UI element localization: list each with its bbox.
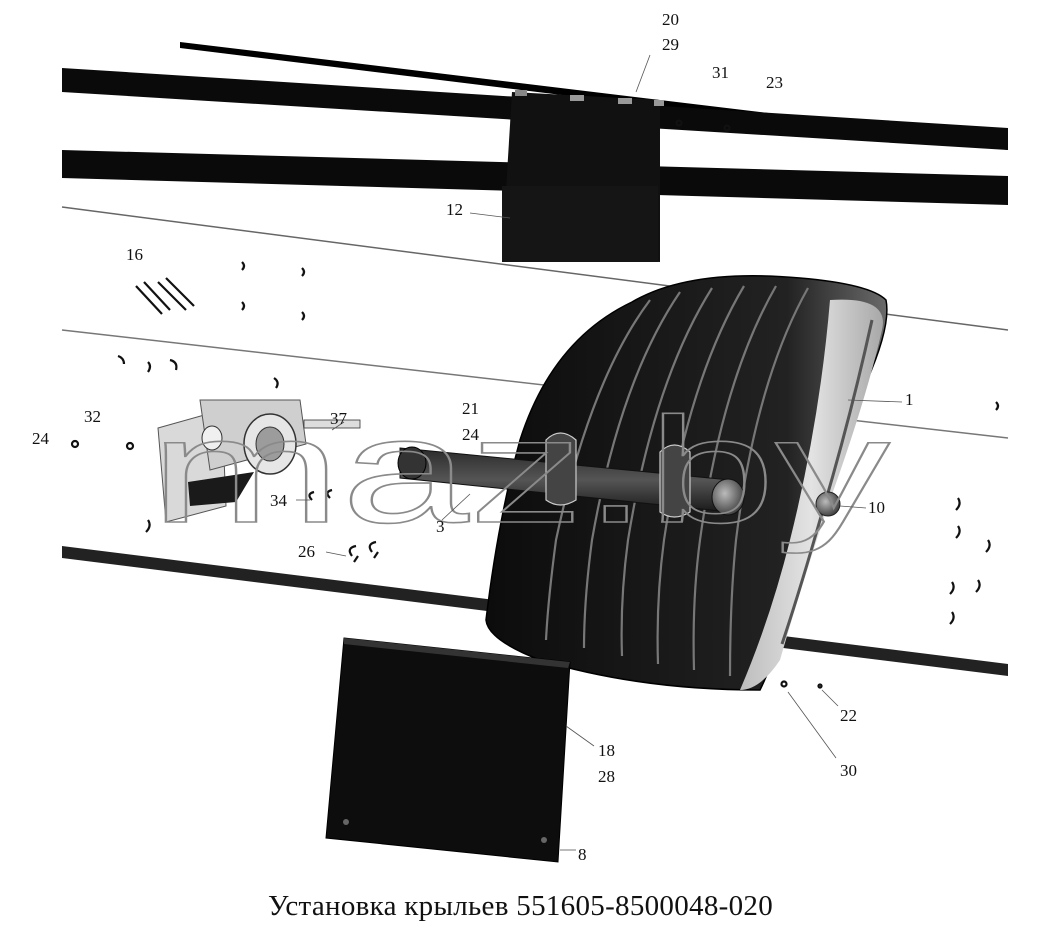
callout-labels: 20 29 31 23 12 16 1 21 24 37 24 32 34 3 … <box>32 10 914 864</box>
callout-30: 30 <box>840 761 857 780</box>
callout-24-upper: 24 <box>462 425 480 444</box>
callout-26: 26 <box>298 542 315 561</box>
callout-3: 3 <box>436 517 445 536</box>
callout-1: 1 <box>905 390 914 409</box>
callout-22: 22 <box>840 706 857 725</box>
mounting-bracket <box>157 399 361 523</box>
mud-flap <box>325 637 571 863</box>
callout-16: 16 <box>126 245 143 264</box>
callout-8: 8 <box>578 845 587 864</box>
callout-23: 23 <box>766 73 783 92</box>
callout-20: 20 <box>662 10 679 29</box>
callout-34: 34 <box>270 491 288 510</box>
leader-lines <box>296 54 903 851</box>
callout-10: 10 <box>868 498 885 517</box>
callout-21: 21 <box>462 399 479 418</box>
upper-bracket <box>502 90 664 262</box>
callout-12: 12 <box>446 200 463 219</box>
watermark-text: maz.by <box>150 386 890 554</box>
callout-37: 37 <box>330 409 348 428</box>
callout-31: 31 <box>712 63 729 82</box>
support-arm <box>397 432 841 518</box>
callout-29: 29 <box>662 35 679 54</box>
callout-24-left: 24 <box>32 429 50 448</box>
callout-32: 32 <box>84 407 101 426</box>
callout-18: 18 <box>598 741 615 760</box>
diagram-caption: Установка крыльев 551605-8500048-020 <box>267 890 773 922</box>
callout-28: 28 <box>598 767 615 786</box>
hardware-fasteners <box>70 119 1000 689</box>
